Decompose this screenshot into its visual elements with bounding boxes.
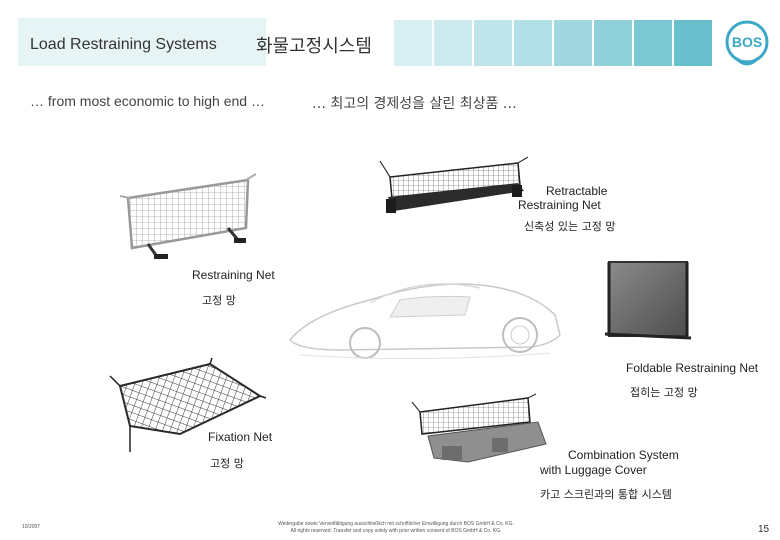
restraining-net-label-ko: 고정 망 xyxy=(202,294,236,307)
foldable-net-image xyxy=(605,261,692,340)
page-title-korean: 화물고정시스템 xyxy=(256,36,372,57)
footer-copyright-de: Weitergabe sowie Vervielfältigung aussch… xyxy=(278,521,514,527)
footer-date: 10/2007 xyxy=(22,524,41,530)
tagline-korean: … 최고의 경제성을 살린 최상품 … xyxy=(312,96,517,112)
header-tile xyxy=(434,20,472,66)
header-tile xyxy=(674,20,712,66)
header-tile xyxy=(554,20,592,66)
restraining-net-image xyxy=(119,173,257,259)
retractable-label-en1: Retractable xyxy=(546,184,608,198)
footer-copyright-en: All rights reserved. Transfer and copy s… xyxy=(290,528,502,534)
header-tile xyxy=(394,20,432,66)
header-tile xyxy=(474,20,512,66)
footer-copyright: Weitergabe sowie Vervielfältigung aussch… xyxy=(246,521,546,535)
fixation-net-label: Fixation Net xyxy=(208,430,273,444)
car-sketch xyxy=(288,283,561,360)
retractable-label-line2: Restraining Net xyxy=(518,198,601,212)
foldable-net-label: Foldable Restraining Net xyxy=(626,361,759,375)
combination-label-ko: 카고 스크린과의 통합 시스템 xyxy=(540,488,672,501)
logo-text: BOS xyxy=(732,34,762,50)
page-title: Load Restraining Systems xyxy=(30,36,217,53)
tagline-english: … from most economic to high end … xyxy=(30,93,265,109)
combination-system-image xyxy=(411,393,547,463)
combination-label-line1: Combination System xyxy=(568,448,679,462)
fixation-net-image xyxy=(109,357,267,452)
restraining-net-label: Restraining Net xyxy=(192,268,275,282)
header-tile xyxy=(594,20,632,66)
header-tile xyxy=(514,20,552,66)
retractable-label-en2: Restraining Net xyxy=(518,198,601,212)
retractable-label: Retractable xyxy=(546,184,607,198)
retractable-net-image xyxy=(379,156,529,213)
combination-label-line2: with Luggage Cover xyxy=(540,463,647,477)
bos-logo: BOS xyxy=(725,20,769,66)
foldable-net-label-ko: 접히는 고정 망 xyxy=(630,386,698,399)
header-tile xyxy=(634,20,672,66)
header-band xyxy=(18,18,266,66)
retractable-label-ko: 신축성 있는 고정 망 xyxy=(524,220,616,233)
fixation-net-label-ko: 고정 망 xyxy=(210,457,244,470)
page-number: 15 xyxy=(758,524,770,535)
